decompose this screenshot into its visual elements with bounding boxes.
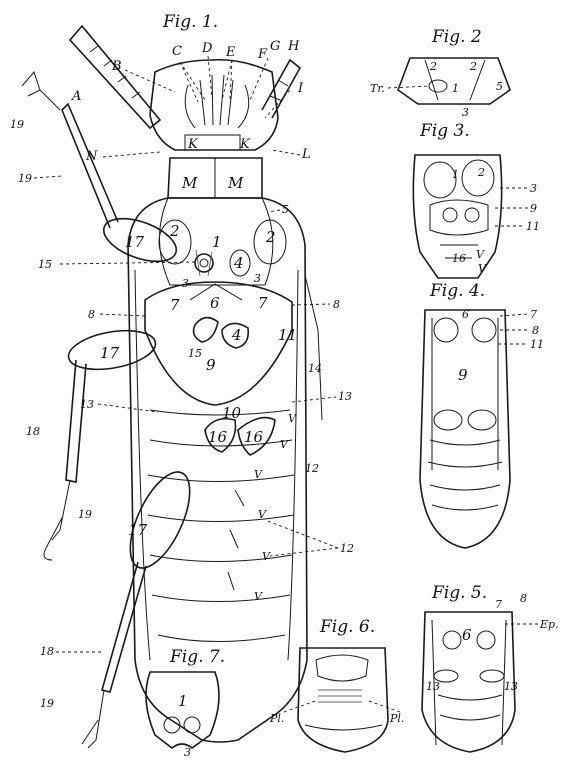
- label-16a: 16: [208, 428, 228, 446]
- fig4-label-7: 7: [530, 308, 537, 321]
- label-15b: 15: [188, 347, 202, 360]
- fig4-label-6: 6: [462, 308, 469, 321]
- label-15a: 15: [38, 258, 52, 271]
- label-N: N: [85, 149, 98, 164]
- label-M1: M: [181, 174, 198, 192]
- fig6-label-pl-right: Pl.: [389, 712, 404, 725]
- label-16b: 16: [244, 428, 264, 446]
- fig2-label-5: 5: [496, 80, 503, 93]
- fig5-label-8: 8: [520, 592, 527, 605]
- label-V2: V: [280, 438, 289, 451]
- label-6: 6: [210, 294, 220, 312]
- label-G: G: [270, 39, 280, 54]
- label-V1: V: [288, 412, 297, 425]
- label-11: 11: [278, 326, 297, 344]
- fig3-label-16: 16: [452, 252, 466, 265]
- fig2-label-tr: Tr.: [370, 82, 385, 95]
- fig2-title: Fig. 2: [431, 27, 482, 47]
- fig2-label-2a: 2: [429, 60, 437, 73]
- label-8a: 8: [88, 308, 95, 321]
- label-V6: V: [254, 590, 263, 603]
- label-10: 10: [222, 404, 242, 422]
- label-2b: 2: [265, 228, 276, 246]
- fig4-label-8: 8: [532, 324, 539, 337]
- fig4-label-9: 9: [458, 366, 468, 384]
- fig3-label-Va: V: [476, 248, 485, 261]
- fig5-label-6: 6: [462, 626, 472, 644]
- fig2-label-2b: 2: [469, 60, 477, 73]
- fig6-label-pl-left: Pl.: [269, 712, 284, 725]
- label-V5: V: [262, 550, 271, 563]
- fig4-title: Fig. 4.: [429, 281, 485, 301]
- label-19c: 19: [40, 697, 54, 710]
- label-4a: 4: [233, 254, 244, 272]
- label-9: 9: [206, 356, 216, 374]
- fig4-label-11: 11: [530, 338, 544, 351]
- fig2-label-3: 3: [462, 106, 469, 119]
- label-V3: V: [254, 468, 263, 481]
- label-K2: K: [239, 137, 251, 152]
- label-17b: 17: [100, 344, 120, 362]
- label-18b: 18: [40, 645, 54, 658]
- label-19b: 19: [78, 508, 92, 521]
- fig7-label-3: 3: [184, 746, 191, 759]
- label-A: A: [71, 89, 81, 104]
- label-E: E: [225, 45, 236, 60]
- label-4b: 4: [231, 326, 242, 344]
- figure-2: Fig. 2 Tr. 2 2 1 5 3: [370, 27, 510, 119]
- label-B: B: [111, 59, 122, 74]
- label-19a: 19: [10, 118, 24, 131]
- label-17a: 17: [125, 233, 145, 251]
- label-18a: 18: [26, 425, 40, 438]
- fig5-label-13a: 13: [426, 680, 440, 693]
- label-23: 19: [18, 172, 32, 185]
- label-12b: 13: [338, 390, 352, 403]
- fig7-label-1: 1: [178, 692, 188, 710]
- label-I: I: [297, 81, 304, 96]
- label-L: L: [301, 147, 311, 162]
- label-14: 12: [340, 542, 354, 555]
- label-17c: 17: [128, 521, 148, 539]
- fig5-label-7: 7: [495, 598, 502, 611]
- fig6-title: Fig. 6.: [319, 617, 375, 637]
- fig3-label-2: 2: [477, 166, 485, 179]
- label-5: 5: [282, 203, 289, 216]
- fig7-title: Fig. 7.: [169, 647, 225, 667]
- figure-5: Fig. 5. 7 8 6 Ep. 13 13: [422, 583, 559, 752]
- label-8b: 8: [333, 298, 340, 311]
- fig5-title: Fig. 5.: [431, 583, 487, 603]
- figure-3: Fig 3. 1 2 3 9 11 16 V V: [413, 121, 540, 278]
- fig3-label-1: 1: [452, 168, 459, 181]
- label-1: 1: [212, 233, 222, 251]
- fig5-label-ep: Ep.: [539, 618, 559, 631]
- label-D: D: [201, 41, 213, 56]
- figure-4: Fig. 4. 6 7 8 11 9: [420, 281, 544, 548]
- label-H: H: [287, 39, 300, 54]
- label-F: F: [257, 47, 268, 62]
- figure-1: Fig. 1. B C D E F G H I K K L N: [10, 12, 354, 748]
- fig1-title: Fig. 1.: [162, 12, 218, 32]
- label-M2: M: [227, 174, 244, 192]
- label-C: C: [172, 44, 182, 59]
- fig5-label-13b: 13: [504, 680, 518, 693]
- label-13b: 12: [305, 462, 319, 475]
- fig3-label-9: 9: [530, 202, 537, 215]
- label-3b: 3: [254, 272, 261, 285]
- label-V4: V: [258, 508, 267, 521]
- fig2-label-1: 1: [452, 82, 459, 95]
- label-7b: 7: [258, 294, 268, 312]
- fig3-label-Vb: V: [478, 262, 487, 275]
- fig3-title: Fig 3.: [419, 121, 470, 141]
- fig3-label-3: 3: [530, 182, 537, 195]
- label-K1: K: [187, 137, 199, 152]
- fig3-label-11: 11: [526, 220, 540, 233]
- label-7a: 7: [170, 296, 180, 314]
